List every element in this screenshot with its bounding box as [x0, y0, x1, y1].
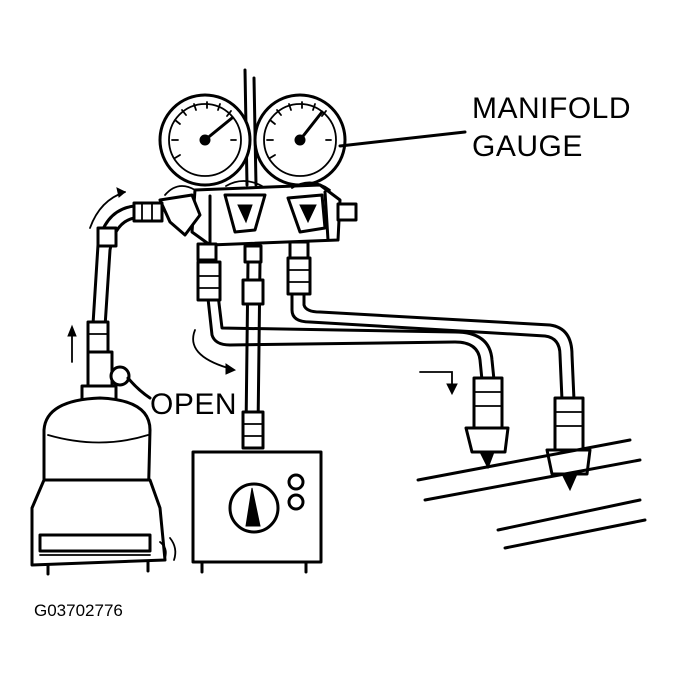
service-port-icon — [464, 376, 592, 492]
open-label: OPEN — [150, 388, 238, 421]
manifold-label-line1: MANIFOLD — [472, 92, 632, 125]
high-side-hose — [286, 256, 576, 402]
charging-hose — [67, 187, 136, 363]
vacuum-pump-icon — [191, 450, 323, 574]
low-side-hose — [192, 260, 496, 396]
manifold-gauge-icon — [132, 68, 358, 264]
open-leader-line — [126, 376, 152, 400]
manifold-label-line2: GAUGE — [472, 130, 583, 163]
refrigerant-lines — [416, 438, 647, 550]
leader-line — [338, 130, 467, 148]
figure-code: G03702776 — [34, 601, 123, 620]
vacuum-hose — [241, 260, 265, 450]
scale-icon — [30, 478, 177, 576]
